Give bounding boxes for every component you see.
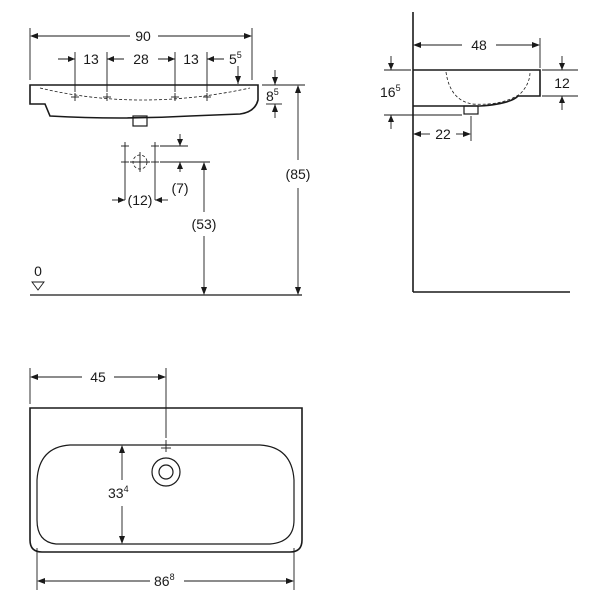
front-basin-outline bbox=[29, 84, 259, 119]
floor-level-label: 0 bbox=[34, 263, 42, 279]
dim-top-bowl-width-label: 868 bbox=[154, 572, 175, 589]
side-basin-outline bbox=[413, 69, 541, 107]
dim-top-tap-offset: 45 bbox=[29, 368, 167, 438]
dim-top-bowl-width: 868 bbox=[36, 548, 295, 590]
tap-hole-icon bbox=[151, 440, 181, 487]
front-hole-markers bbox=[71, 93, 211, 101]
side-bowl-hidden-line bbox=[445, 71, 531, 105]
dim-side-overall-height: 165 bbox=[380, 56, 462, 129]
dim-waste-spacing-label: (12) bbox=[128, 192, 153, 208]
top-view: 45 334 868 bbox=[29, 368, 303, 590]
top-bowl-outline bbox=[36, 444, 295, 545]
dim-total-height-label: (85) bbox=[286, 166, 311, 182]
dim-hole-spacing-2: 28 bbox=[133, 51, 149, 67]
dim-top-tap-offset-label: 45 bbox=[90, 369, 106, 385]
dim-overall-width-label: 90 bbox=[135, 28, 151, 44]
waste-symbol bbox=[121, 142, 159, 200]
front-bowl-hidden-line bbox=[39, 87, 251, 101]
dim-hole-spacing-3: 13 bbox=[183, 51, 199, 67]
dim-total-height: (85) bbox=[262, 84, 311, 295]
dim-side-overall-height-label: 165 bbox=[380, 83, 401, 100]
floor-line: 0 bbox=[30, 263, 302, 296]
dim-top-bowl-depth: 334 bbox=[105, 444, 136, 545]
dim-waste-height: (53) bbox=[192, 162, 217, 295]
dim-top-bowl-depth-label: 334 bbox=[108, 484, 129, 501]
dim-waste-height-label: (53) bbox=[192, 216, 217, 232]
dim-rim-height-label: 85 bbox=[266, 87, 279, 104]
dim-side-depth: 48 bbox=[413, 37, 541, 68]
dim-rim-height: 85 bbox=[266, 70, 282, 118]
dim-rim-to-hole: 55 bbox=[229, 50, 242, 67]
dim-waste-offset: (7) bbox=[160, 134, 210, 196]
dim-waste-spacing: (12) bbox=[112, 192, 168, 208]
top-basin-outline bbox=[29, 407, 303, 553]
dim-hole-spacing-1: 13 bbox=[83, 51, 99, 67]
dim-overall-width: 90 bbox=[29, 28, 253, 80]
dim-side-bowl-height-label: 12 bbox=[554, 75, 570, 91]
dim-side-waste-offset: 22 bbox=[413, 116, 472, 142]
dim-side-depth-label: 48 bbox=[471, 37, 487, 53]
dim-side-waste-offset-label: 22 bbox=[435, 126, 451, 142]
front-view: 90 13 28 13 55 bbox=[29, 28, 311, 296]
dim-hole-spacings: 13 28 13 55 bbox=[58, 50, 242, 92]
dim-side-bowl-height: 12 bbox=[542, 56, 578, 110]
side-waste-outlet bbox=[463, 105, 479, 115]
front-waste-outlet bbox=[132, 115, 148, 127]
dim-waste-offset-label: (7) bbox=[171, 180, 188, 196]
side-view: 48 12 165 bbox=[380, 12, 578, 293]
